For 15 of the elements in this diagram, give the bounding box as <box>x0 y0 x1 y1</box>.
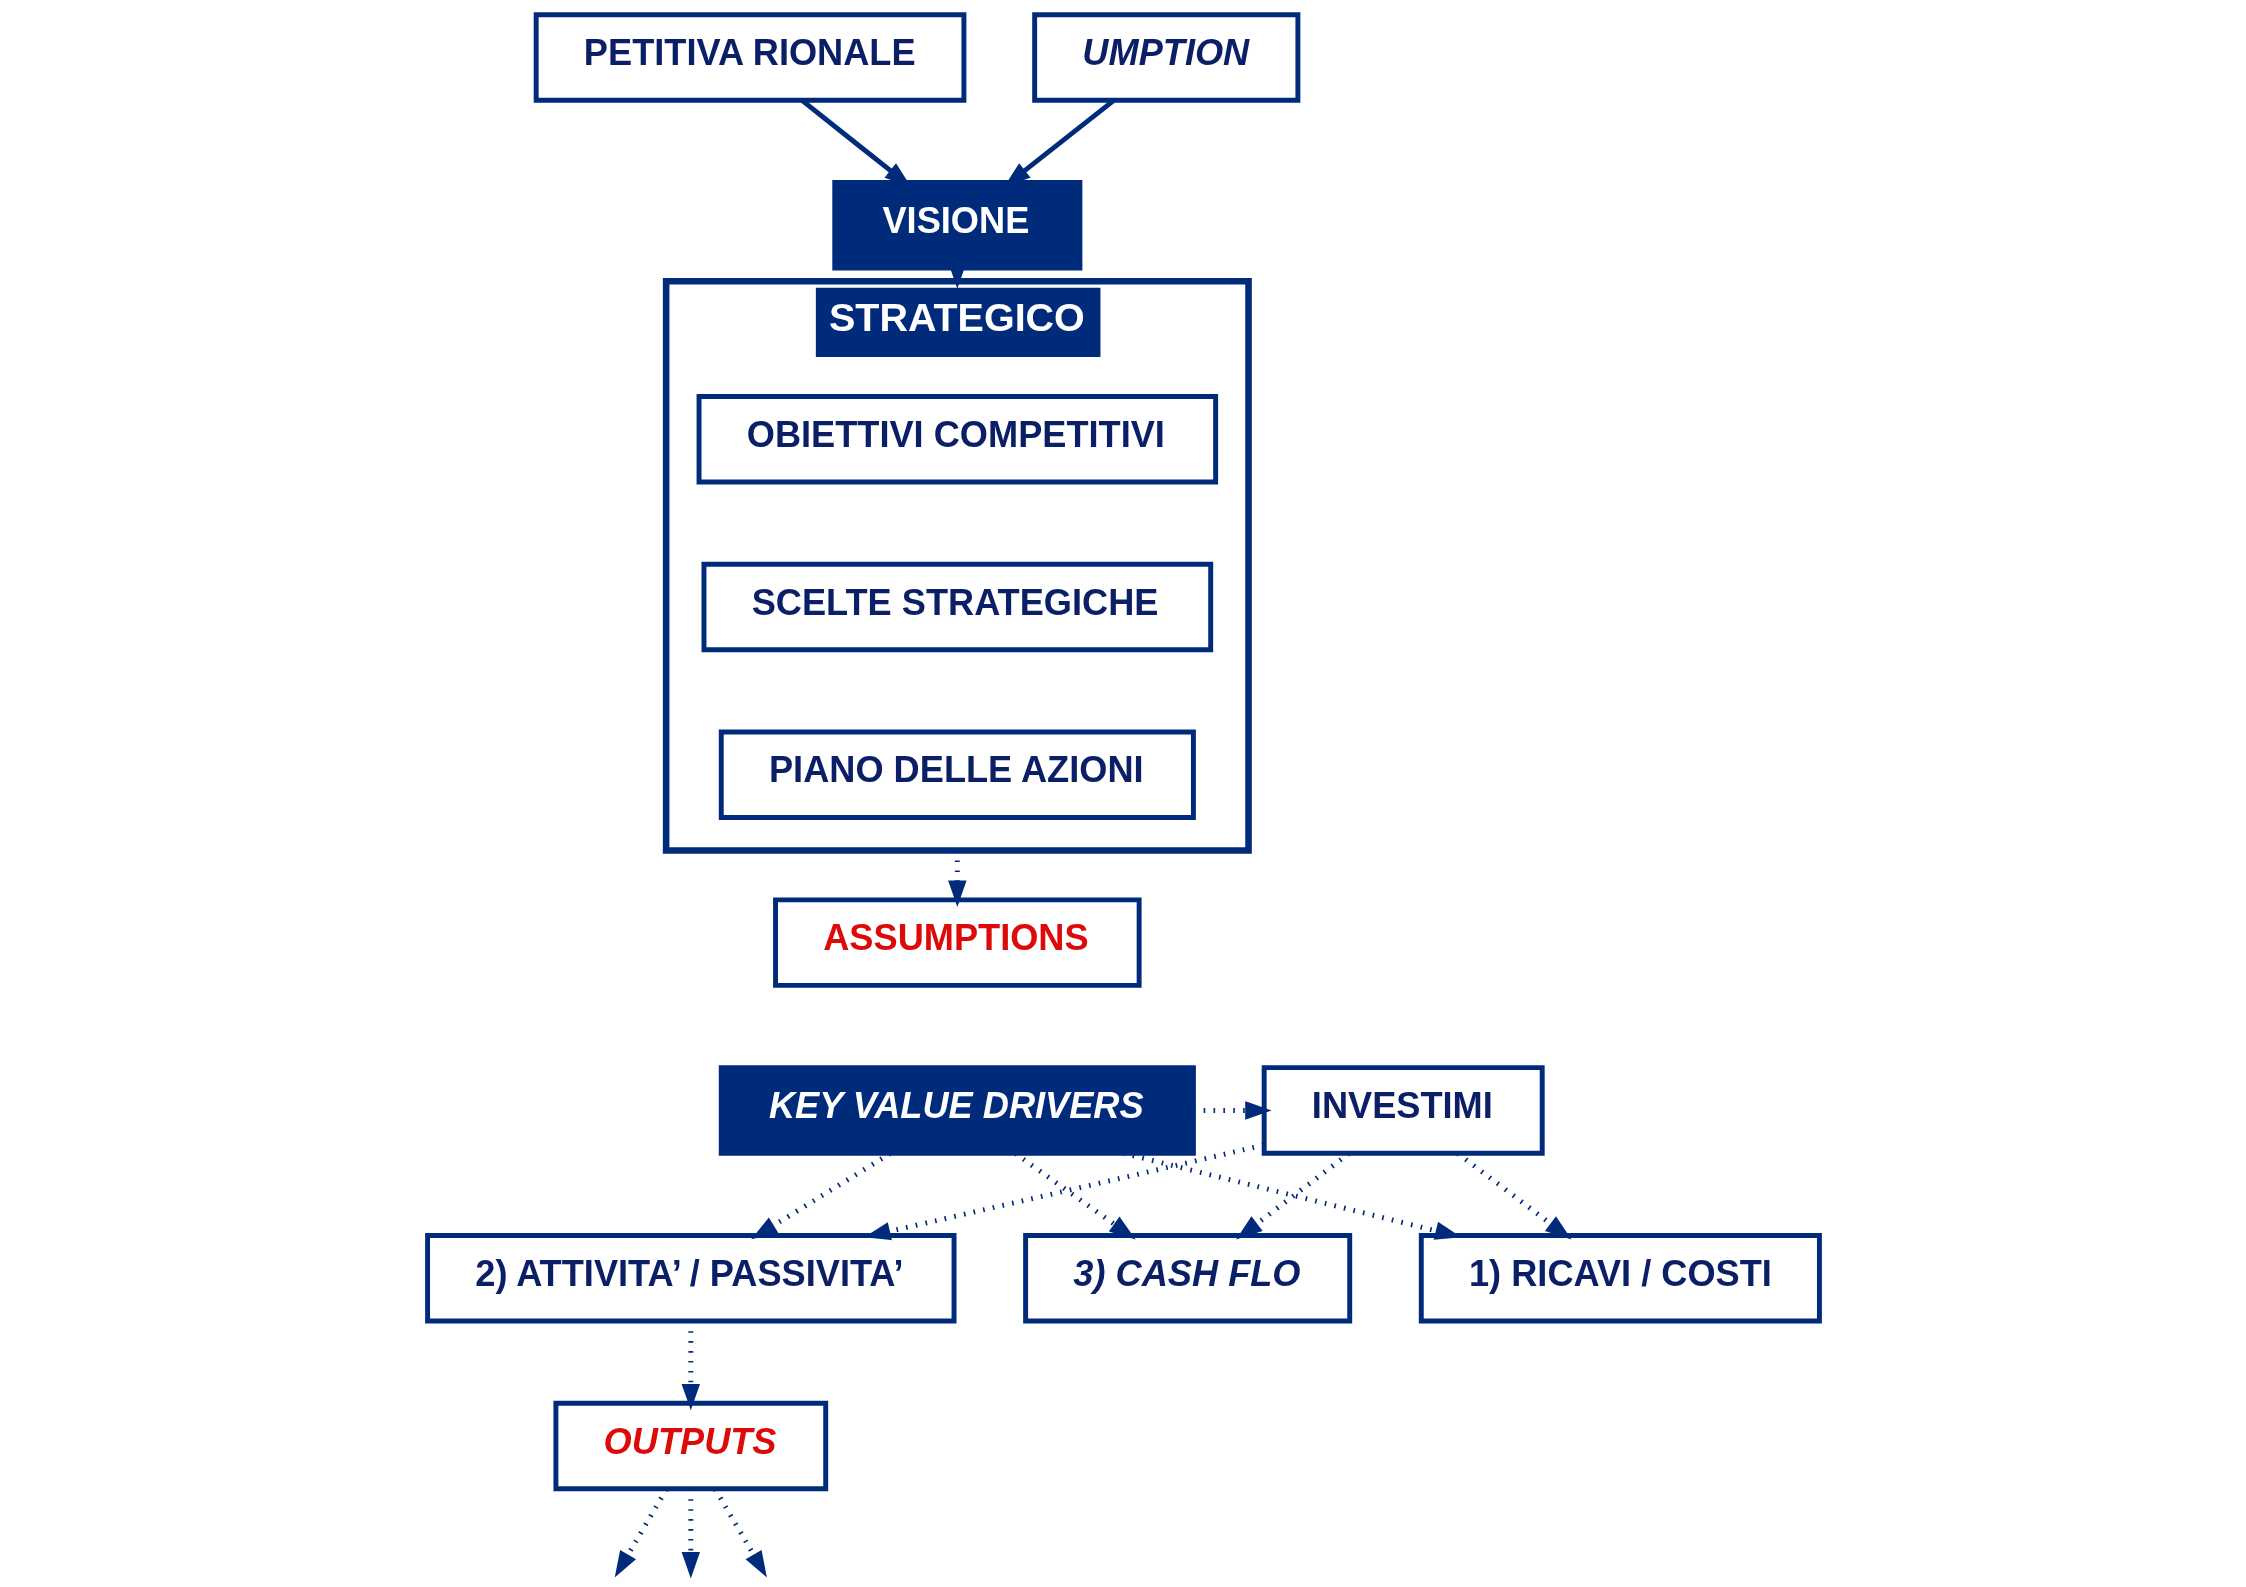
node-box: UMPTION <box>1031 12 1300 103</box>
node-box: ASSUMPTIONS <box>772 897 1142 988</box>
node-box: OUTPUTS <box>552 1400 828 1492</box>
arrow <box>712 1488 767 1578</box>
node-box: OBIETTIVI COMPETITIVI <box>696 393 1218 485</box>
arrow <box>614 1488 668 1578</box>
node-box: PETITIVA RIONALE <box>533 12 966 103</box>
node-box: 1) RICAVI / COSTI <box>1418 1233 1822 1324</box>
node-box: PIANO DELLE AZIONI <box>718 729 1196 821</box>
node-box: KEY VALUE DRIVERS <box>718 1065 1196 1156</box>
node-box: INVESTIMI <box>1261 1065 1545 1156</box>
arrow <box>1193 1101 1272 1120</box>
node-box: 3) CASH FLO <box>1022 1233 1352 1324</box>
node-box: SCELTE STRATEGICHE <box>701 561 1213 653</box>
node-box: 2) ATTIVITA’ / PASSIVITA’ <box>424 1233 956 1324</box>
